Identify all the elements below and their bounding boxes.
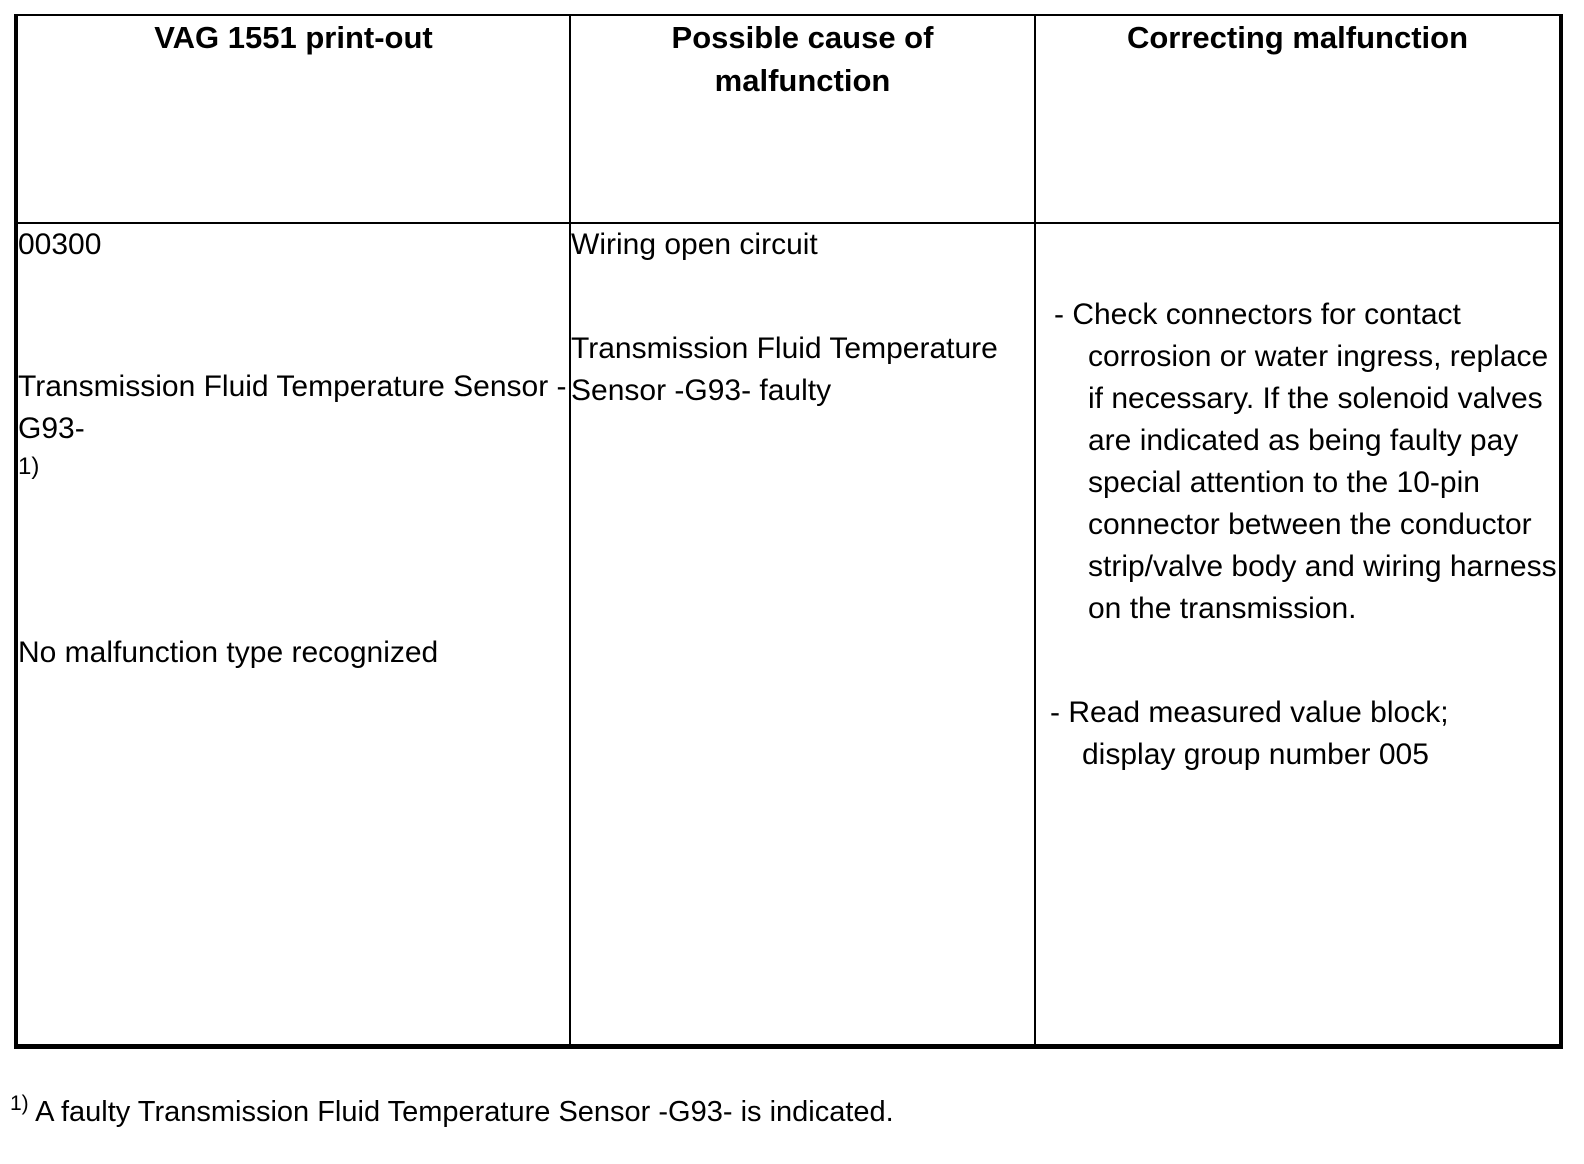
cause-wiring-open-circuit: Wiring open circuit bbox=[571, 228, 818, 261]
action-read-measured-value-block: - Read measured value block; display grou… bbox=[1050, 692, 1559, 776]
cell-printout: 00300 Transmission Fluid Temperature Sen… bbox=[15, 222, 571, 1048]
spacer bbox=[571, 266, 1034, 328]
spacer bbox=[1036, 224, 1559, 294]
footnote: 1) A faulty Transmission Fluid Temperatu… bbox=[10, 1085, 894, 1131]
column-header-correcting-malfunction-label: Correcting malfunction bbox=[1126, 20, 1468, 55]
table-row: 00300 Transmission Fluid Temperature Sen… bbox=[15, 222, 1562, 1048]
column-header-printout: VAG 1551 print-out bbox=[15, 14, 571, 224]
fault-code-table: VAG 1551 print-out Possible cause of mal… bbox=[14, 14, 1563, 1049]
spacer bbox=[18, 484, 569, 632]
table-header: VAG 1551 print-out Possible cause of mal… bbox=[15, 14, 1562, 224]
correcting-actions: - Check connectors for contact corrosion… bbox=[1036, 294, 1559, 630]
table-header-row: VAG 1551 print-out Possible cause of mal… bbox=[15, 14, 1562, 224]
cause-sensor-faulty: Transmission Fluid Temperature Sensor -G… bbox=[571, 332, 998, 407]
malfunction-type-text: No malfunction type recognized bbox=[18, 636, 439, 669]
cell-correcting-malfunction: - Check connectors for contact corrosion… bbox=[1034, 222, 1562, 1048]
action-read-line2: display group number 005 bbox=[1082, 738, 1429, 771]
spacer bbox=[1036, 630, 1559, 692]
footnote-marker: 1) bbox=[10, 1092, 29, 1115]
table-body: 00300 Transmission Fluid Temperature Sen… bbox=[15, 222, 1562, 1048]
column-header-possible-cause-line1: Possible cause of bbox=[671, 20, 934, 55]
action-read-line1: - Read measured value block; bbox=[1050, 696, 1449, 729]
action-check-connectors: - Check connectors for contact corrosion… bbox=[1054, 298, 1557, 625]
column-header-possible-cause: Possible cause of malfunction bbox=[569, 14, 1036, 224]
spacer bbox=[18, 266, 569, 366]
footnote-text: A faulty Transmission Fluid Temperature … bbox=[35, 1096, 894, 1128]
cell-possible-cause: Wiring open circuit Transmission Fluid T… bbox=[569, 222, 1036, 1048]
column-header-correcting-malfunction: Correcting malfunction bbox=[1034, 14, 1562, 224]
component-name: Transmission Fluid Temperature Sensor -G… bbox=[18, 370, 567, 445]
fault-code-value: 00300 bbox=[18, 228, 102, 261]
footnote-marker-inline: 1) bbox=[18, 453, 40, 480]
column-header-printout-label: VAG 1551 print-out bbox=[154, 20, 433, 55]
column-header-possible-cause-line2: malfunction bbox=[714, 63, 891, 98]
